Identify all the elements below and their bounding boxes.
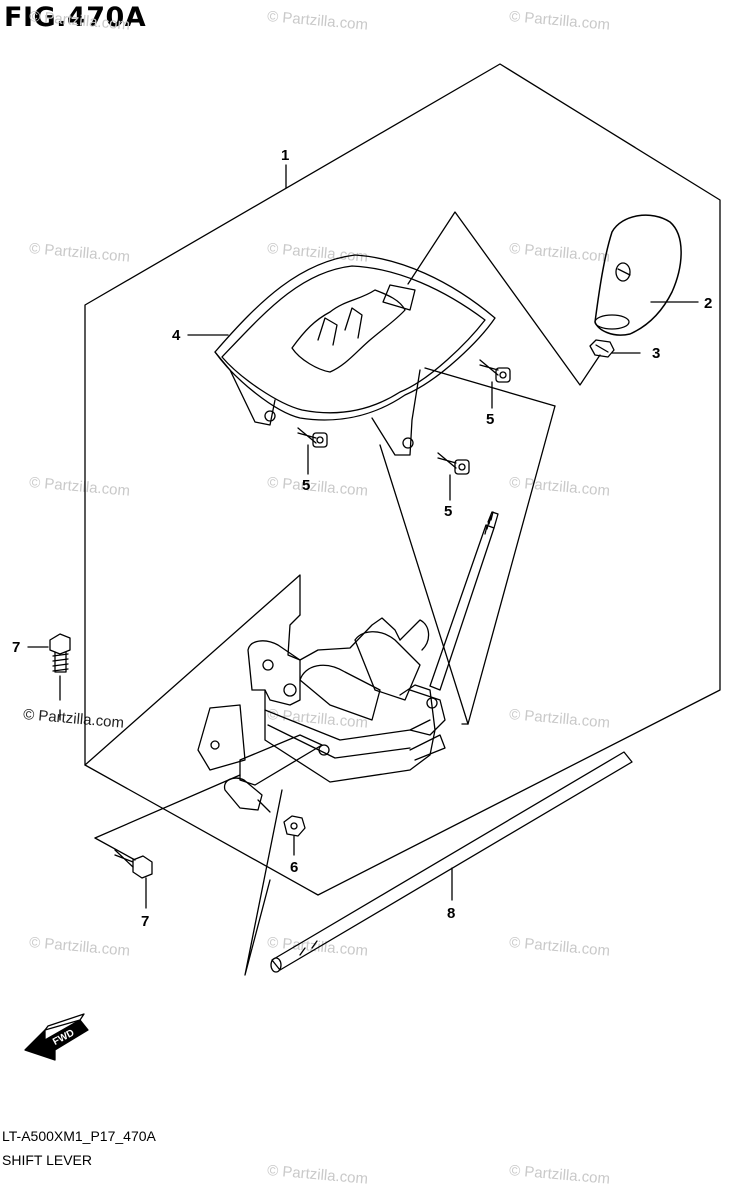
bolt-icon — [49, 633, 71, 673]
guide-line — [424, 367, 556, 407]
callout-2: 2 — [704, 295, 712, 312]
bolt-icon — [114, 849, 153, 879]
figure-caption: SHIFT LEVER — [2, 1152, 92, 1168]
page-title: FIG.470A — [4, 2, 147, 33]
figure-code: LT-A500XM1_P17_470A — [2, 1128, 156, 1144]
callout-3: 3 — [652, 345, 660, 362]
lever-base-icon — [84, 574, 446, 813]
nut-icon — [589, 339, 615, 358]
guide-line — [94, 837, 136, 861]
callout-4: 4 — [172, 327, 181, 344]
callout-5a: 5 — [486, 411, 494, 428]
callout-5c: 5 — [444, 503, 452, 520]
guide-line — [94, 774, 241, 839]
callout-1: 1 — [281, 147, 289, 164]
screw-icon — [479, 359, 511, 383]
rod-icon — [270, 751, 633, 973]
guide-line — [467, 405, 556, 725]
callout-7b: 7 — [141, 913, 149, 930]
knob-guide — [407, 211, 601, 386]
guide-line — [244, 789, 283, 976]
callout-5b: 5 — [302, 477, 310, 494]
guide-line — [379, 444, 469, 725]
screw-icon — [437, 452, 470, 475]
nut-icon — [283, 815, 306, 837]
callout-7a: 7 — [12, 639, 20, 656]
callout-6: 6 — [290, 859, 298, 876]
assembly-outline — [84, 63, 721, 896]
knob-icon — [594, 214, 682, 336]
lever-rod-icon — [429, 511, 499, 691]
fwd-arrow-icon — [24, 1013, 89, 1061]
callout-8: 8 — [447, 905, 455, 922]
shift-cover-icon — [214, 254, 496, 456]
screw-icon — [297, 427, 328, 448]
